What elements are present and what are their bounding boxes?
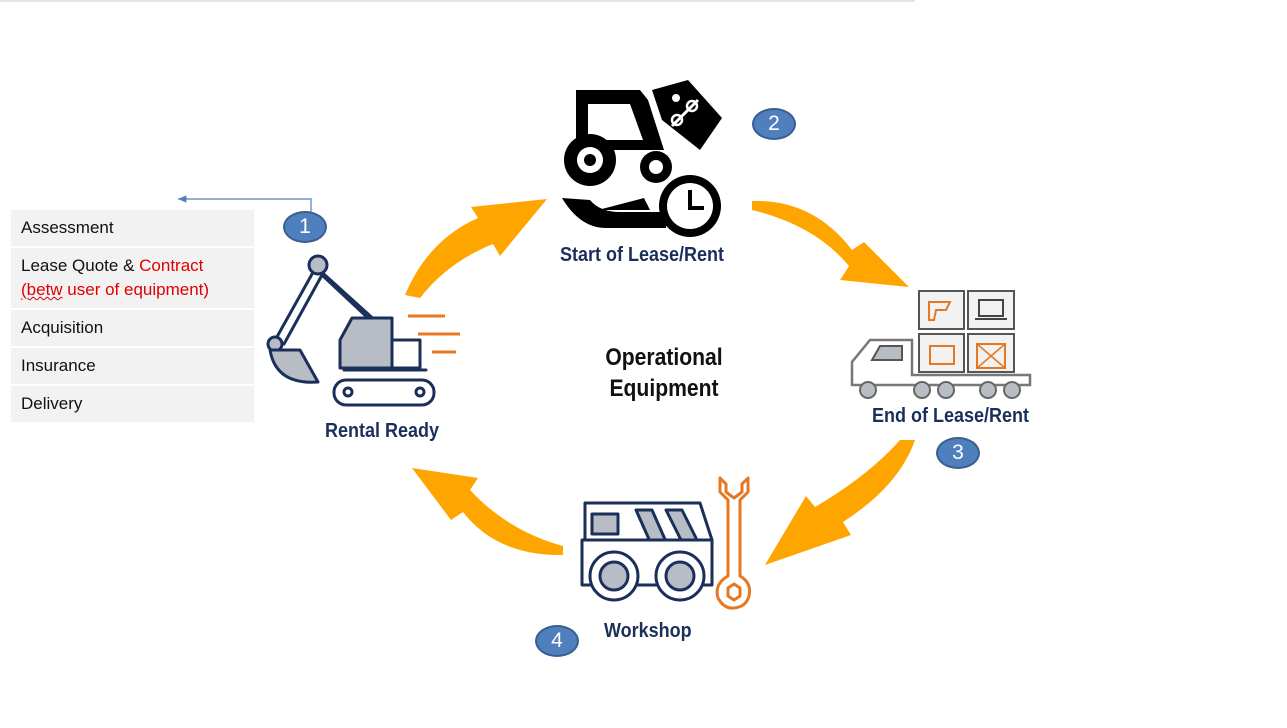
user-of-equipment-text: user of equipment) bbox=[62, 280, 210, 299]
top-divider bbox=[0, 0, 915, 2]
list-item-delivery: Delivery bbox=[11, 386, 254, 424]
list-item-insurance: Insurance bbox=[11, 348, 254, 386]
rental-ready-steps: Assessment Lease Quote & Contract (betw u… bbox=[11, 210, 254, 424]
stage-badge-1: 1 bbox=[283, 211, 327, 243]
stage-label-workshop: Workshop bbox=[604, 620, 692, 642]
cycle-arrows bbox=[405, 199, 915, 565]
stage-badge-3: 3 bbox=[936, 437, 980, 469]
speed-lines bbox=[408, 314, 460, 354]
center-title-line1: Operational bbox=[605, 344, 723, 371]
mining-truck-icon bbox=[580, 501, 714, 602]
contract-text: Contract bbox=[139, 256, 204, 275]
wrench-icon bbox=[715, 476, 752, 610]
arrow-workshop-to-ready bbox=[412, 468, 563, 556]
stage-label-rental-ready: Rental Ready bbox=[325, 420, 440, 442]
arrow-end-to-workshop bbox=[765, 440, 915, 565]
list-item-lease-quote: Lease Quote & Contract (betw user of equi… bbox=[11, 248, 254, 310]
center-title: Operational Equipment bbox=[576, 342, 752, 404]
center-title-line2: Equipment bbox=[609, 375, 719, 402]
truck-containers-icon bbox=[850, 290, 1032, 399]
stage-label-start-of-lease: Start of Lease/Rent bbox=[560, 244, 725, 266]
stage-label-end-of-lease: End of Lease/Rent bbox=[872, 405, 1030, 427]
arrow-start-to-end bbox=[752, 200, 909, 287]
stage-badge-4: 4 bbox=[535, 625, 579, 657]
list-item-acquisition: Acquisition bbox=[11, 310, 254, 348]
stage-badge-2: 2 bbox=[752, 108, 796, 140]
arrow-ready-to-start bbox=[405, 199, 547, 298]
list-item-assessment: Assessment bbox=[11, 210, 254, 248]
tractor-lease-icon bbox=[562, 80, 722, 237]
lease-quote-text: Lease Quote & bbox=[21, 256, 140, 275]
excavator-icon bbox=[266, 254, 436, 407]
connector-line bbox=[178, 195, 312, 212]
betw-text: (betw bbox=[21, 280, 63, 299]
